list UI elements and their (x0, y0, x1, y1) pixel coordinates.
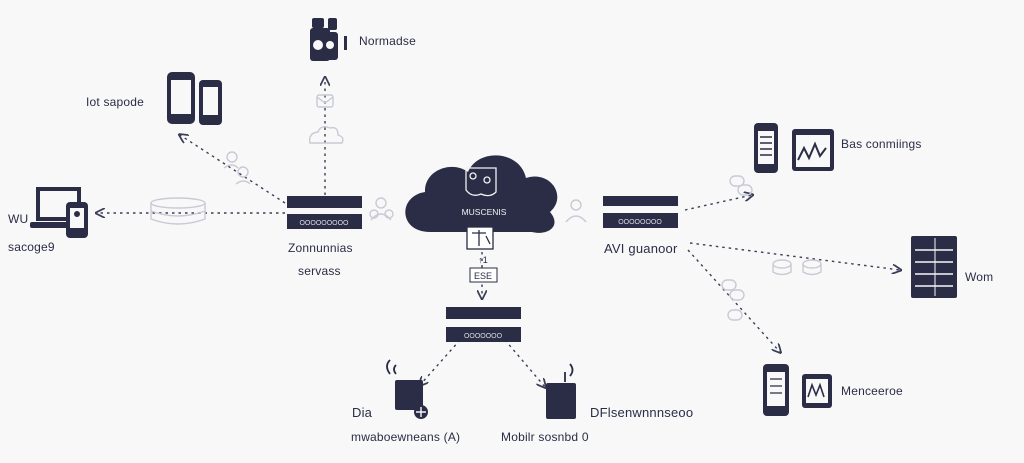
faded-link-icon (721, 279, 745, 321)
mini-box-label: ESE (474, 271, 492, 281)
link-center-right-mid (689, 242, 900, 270)
link-center-right-bottom (687, 249, 780, 352)
laptop-phone-icon (30, 187, 88, 238)
label-top-left: Iot sapode (86, 95, 145, 109)
server-bar-right: OOOOOOOO (603, 196, 678, 228)
cloud-label: MUSCENIS (462, 207, 507, 217)
label-center-left-line2: servass (298, 264, 341, 278)
label-bottom-right: Mobilr sosnbd 0 (501, 430, 589, 444)
label-bottom-right-small: DFlsenwnnnseoo (590, 405, 694, 420)
label-bottom-left-small: Dia (352, 405, 373, 420)
mini-arrow-label: ↑1 (478, 255, 488, 265)
label-top: Normadse (359, 34, 416, 48)
connection-lines (97, 78, 900, 387)
cloud-emblem-icon (465, 167, 497, 197)
label-center-left-line1: Zonnunnias (288, 241, 353, 255)
faded-person-right-icon (565, 199, 587, 223)
label-center-right: AVI guanoor (604, 241, 678, 256)
link-bottom-left (420, 339, 461, 385)
faded-cloud-icon (308, 125, 344, 144)
faded-chain-icon (729, 175, 753, 196)
document-icon (466, 226, 494, 250)
faded-envelope-icon (316, 94, 334, 108)
server-bar-bottom: OOOOOOO (446, 307, 521, 342)
faded-person-left-icon (369, 197, 394, 221)
label-right-mid: Wom (965, 270, 994, 284)
cloud-icon (405, 155, 558, 233)
mini-box (469, 267, 498, 283)
server-bar-left: OOOOOOOOO (287, 196, 362, 229)
faded-coins-icon (772, 259, 822, 276)
dual-phone-icon (167, 72, 222, 125)
label-bottom-left: mwaboewneans (A) (351, 430, 461, 444)
camera-robot-icon (310, 18, 347, 61)
router-icon (386, 359, 428, 419)
label-right-bottom: Menceeroe (841, 384, 903, 398)
label-right-top: Bas conmiings (841, 137, 922, 151)
faded-storage-disk-icon (150, 197, 206, 225)
link-center-right-top (684, 195, 752, 211)
label-left-line1: WU (8, 212, 29, 226)
tablet-dashboard-icon (754, 123, 834, 173)
server-left-label: OOOOOOOOO (299, 220, 349, 227)
faded-icons (150, 94, 822, 321)
link-bottom-right (504, 339, 545, 387)
server-bottom-label: OOOOOOO (464, 333, 503, 340)
faded-people-icon (223, 151, 251, 185)
server-rack-icon (911, 236, 957, 298)
label-left-line2: sacoge9 (8, 240, 55, 254)
phone-grid-icon (763, 364, 832, 416)
wifi-box-icon (546, 363, 576, 419)
link-top-left (180, 135, 286, 204)
server-right-label: OOOOOOOO (618, 219, 662, 226)
